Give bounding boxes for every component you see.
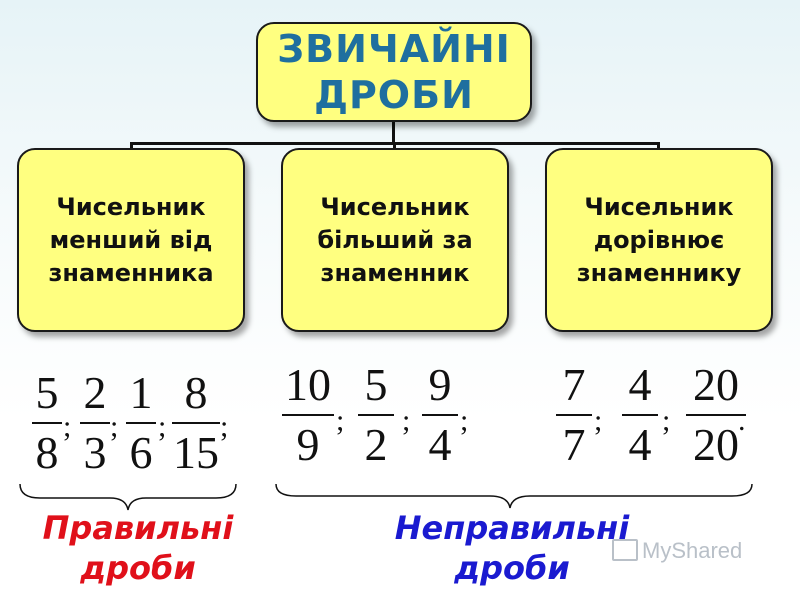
- fraction-bar: [282, 414, 334, 416]
- watermark-text: MyShared: [642, 538, 743, 563]
- presentation-icon: [612, 539, 638, 561]
- denominator: 8: [35, 427, 59, 478]
- numerator: 10: [285, 359, 331, 410]
- fraction-bar: [172, 422, 220, 424]
- separator: ;: [220, 410, 229, 443]
- proper-fractions-label: Правильні дроби: [42, 509, 234, 587]
- numerator: 8: [184, 367, 208, 418]
- separator: ;: [402, 404, 411, 437]
- separator: ;: [460, 404, 469, 437]
- category-node-less: Чисельник менший від знаменника: [17, 148, 245, 332]
- root-node: ЗВИЧАЙНІ ДРОБИ: [256, 22, 532, 122]
- numerator: 5: [35, 367, 59, 418]
- numerator: 1: [129, 367, 153, 418]
- denominator: 3: [83, 427, 107, 478]
- fraction: 9 4: [422, 360, 458, 470]
- fraction: 5 8: [32, 368, 62, 478]
- numerator: 4: [628, 359, 652, 410]
- category-label: Чисельник дорівнює знаменнику: [576, 192, 742, 287]
- fraction-bar: [80, 422, 110, 424]
- numerator: 2: [83, 367, 107, 418]
- fraction: 2 3: [80, 368, 110, 478]
- fraction: 4 4: [622, 360, 658, 470]
- fraction: 1 6: [126, 368, 156, 478]
- numerator: 5: [364, 359, 388, 410]
- fraction: 10 9: [282, 360, 334, 470]
- tree-stem: [392, 122, 395, 144]
- denominator: 15: [173, 427, 219, 478]
- fraction: 8 15: [172, 368, 220, 478]
- category-node-greater: Чисельник більший за знаменник: [281, 148, 509, 332]
- proper-brace-path: [19, 483, 237, 511]
- tree-branch-middle: [393, 142, 396, 150]
- fraction-bar: [32, 422, 62, 424]
- tree-branch-left: [130, 142, 133, 150]
- watermark-logo: MyShared: [612, 538, 742, 564]
- fraction-bar: [622, 414, 658, 416]
- separator: ;: [336, 404, 345, 437]
- numerator: 20: [693, 359, 739, 410]
- denominator: 7: [562, 419, 586, 470]
- category-label: Чисельник менший від знаменника: [48, 192, 214, 287]
- denominator: 20: [693, 419, 739, 470]
- fraction-bar: [686, 414, 746, 416]
- category-label: Чисельник більший за знаменник: [317, 192, 473, 287]
- denominator: 6: [129, 427, 153, 478]
- separator: ;: [594, 404, 603, 437]
- improper-fractions-label: Неправильні дроби: [394, 509, 630, 587]
- separator: .: [738, 404, 746, 437]
- denominator: 4: [628, 419, 652, 470]
- fraction: 5 2: [358, 360, 394, 470]
- fraction: 7 7: [556, 360, 592, 470]
- tree-branch-right: [657, 142, 660, 150]
- improper-brace-path: [275, 483, 753, 509]
- root-title: ЗВИЧАЙНІ ДРОБИ: [277, 27, 511, 117]
- separator: ;: [662, 404, 671, 437]
- denominator: 2: [364, 419, 388, 470]
- separator: ;: [158, 410, 167, 443]
- separator: ;: [110, 410, 119, 443]
- denominator: 4: [428, 419, 452, 470]
- fraction: 20 20: [686, 360, 746, 470]
- separator: ;: [63, 410, 72, 443]
- category-node-equal: Чисельник дорівнює знаменнику: [545, 148, 773, 332]
- fraction-bar: [422, 414, 458, 416]
- fraction-bar: [556, 414, 592, 416]
- denominator: 9: [296, 419, 320, 470]
- fraction-bar: [126, 422, 156, 424]
- numerator: 7: [562, 359, 586, 410]
- fraction-bar: [358, 414, 394, 416]
- numerator: 9: [428, 359, 452, 410]
